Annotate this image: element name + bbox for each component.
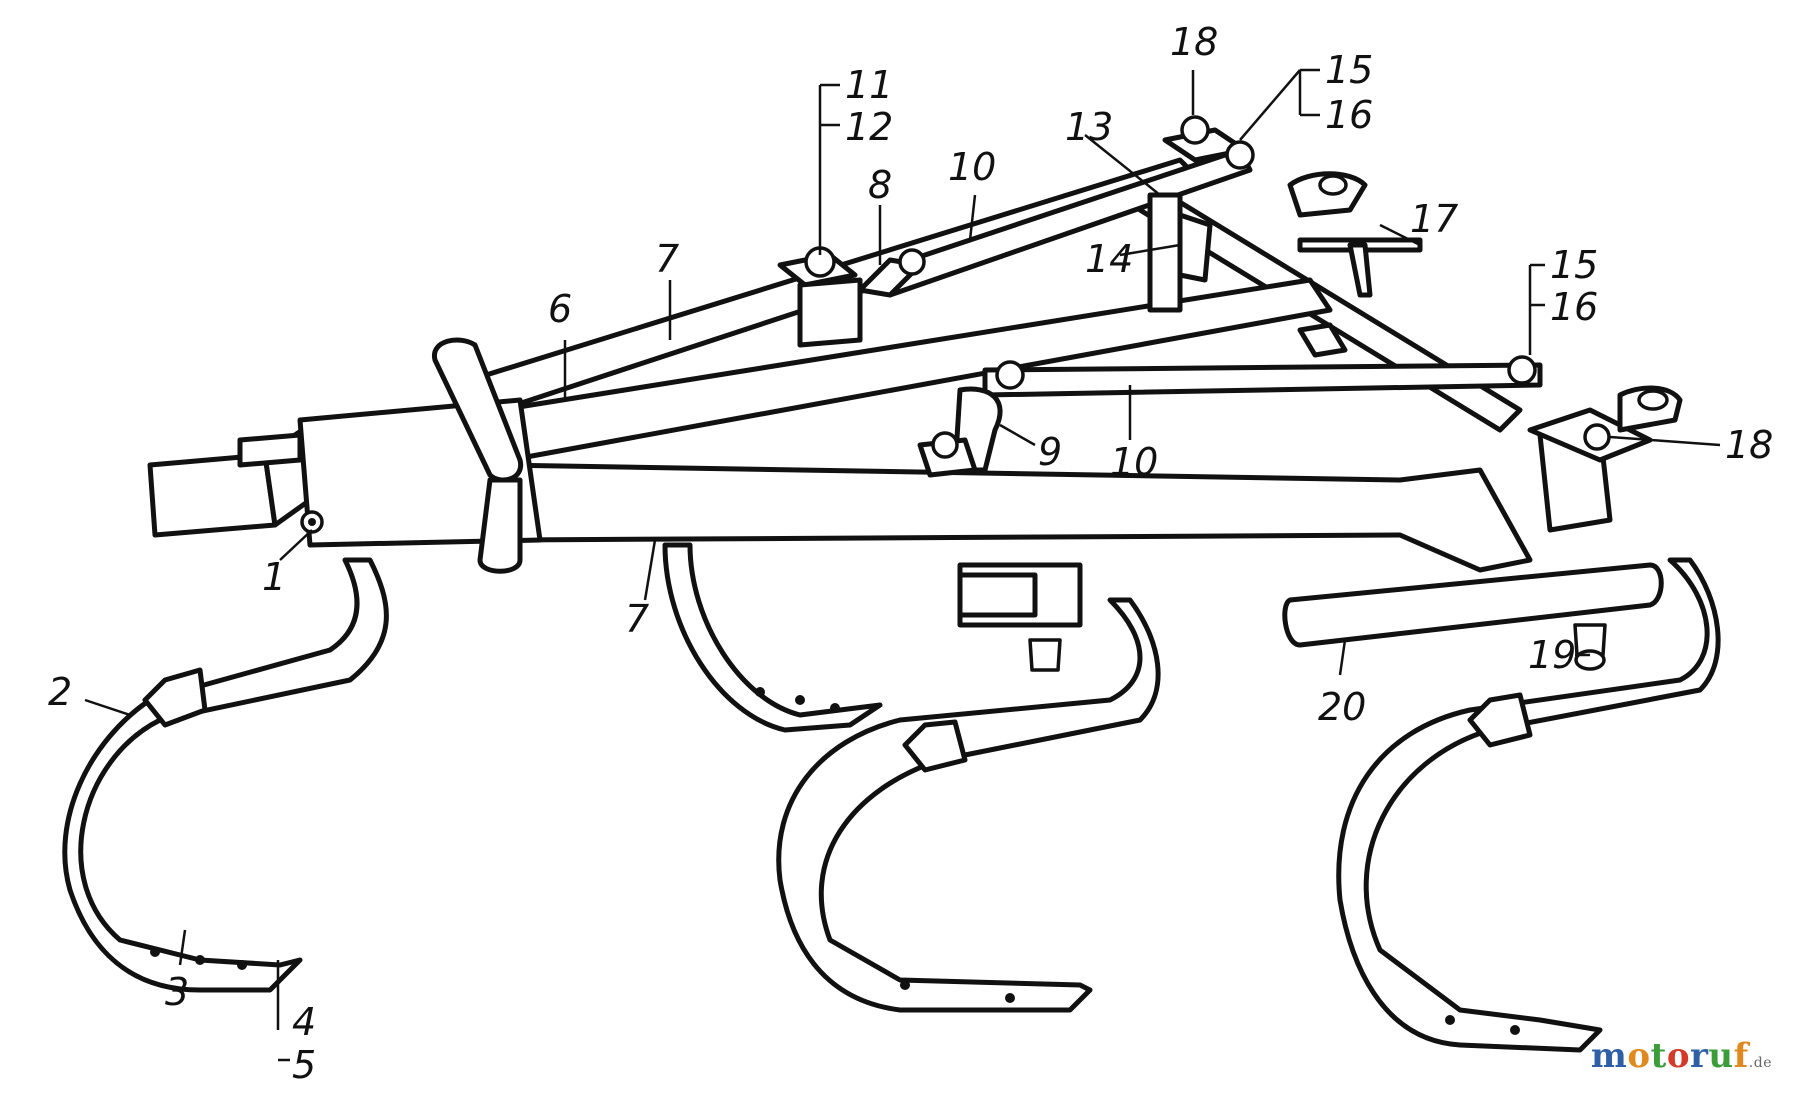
main-frame: [147, 115, 1683, 574]
tine-left: [62, 557, 389, 993]
tine-middle: [776, 562, 1161, 1013]
tine-middle-rear: [662, 542, 883, 733]
callout-8: 8: [868, 163, 892, 207]
callout-19: 19: [1528, 633, 1576, 677]
callout-6: 6: [548, 287, 572, 331]
tine-right: [1336, 557, 1721, 1053]
callout-14: 14: [1085, 237, 1133, 281]
callout-9: 9: [1038, 430, 1062, 474]
logo-letter: t: [1650, 1036, 1667, 1076]
callout-20: 20: [1318, 685, 1366, 729]
logo-letter: f: [1733, 1036, 1749, 1076]
logo-letter: m: [1590, 1036, 1628, 1076]
callout-10-lower: 10: [1110, 440, 1158, 484]
callout-3: 3: [165, 970, 189, 1014]
callout-4: 4: [292, 1000, 316, 1044]
callout-18-top: 18: [1170, 20, 1218, 64]
callout-11: 11: [845, 63, 893, 107]
callout-16-right: 16: [1550, 285, 1598, 329]
callout-2: 2: [48, 670, 72, 714]
logo-letter: u: [1708, 1036, 1734, 1076]
logo-suffix: .de: [1748, 1055, 1772, 1071]
hitch-pin: [300, 510, 324, 534]
callout-labels: 1 2 3 4 5 6 7 7 8 9 10 10 11 12 13 14 15…: [48, 20, 1773, 1087]
callout-1: 1: [262, 555, 286, 599]
callout-7-lower: 7: [625, 597, 649, 641]
logo-letter: o: [1666, 1036, 1690, 1076]
callout-15-right: 15: [1550, 243, 1598, 287]
logo-letter: o: [1627, 1036, 1651, 1076]
logo-letter: r: [1690, 1036, 1709, 1076]
motoruf-logo: motoruf.de: [1591, 1036, 1772, 1076]
callout-13: 13: [1065, 105, 1113, 149]
callout-16-top: 16: [1325, 93, 1373, 137]
callout-5: 5: [292, 1043, 316, 1087]
bracket-20: [1282, 562, 1664, 671]
callout-12: 12: [845, 105, 893, 149]
callout-18-right: 18: [1725, 423, 1773, 467]
callout-10-upper: 10: [948, 145, 996, 189]
callout-17: 17: [1410, 197, 1458, 241]
callout-15-top: 15: [1325, 48, 1373, 92]
leader-lines: [84, 68, 1721, 1062]
callout-7-upper: 7: [655, 237, 679, 281]
